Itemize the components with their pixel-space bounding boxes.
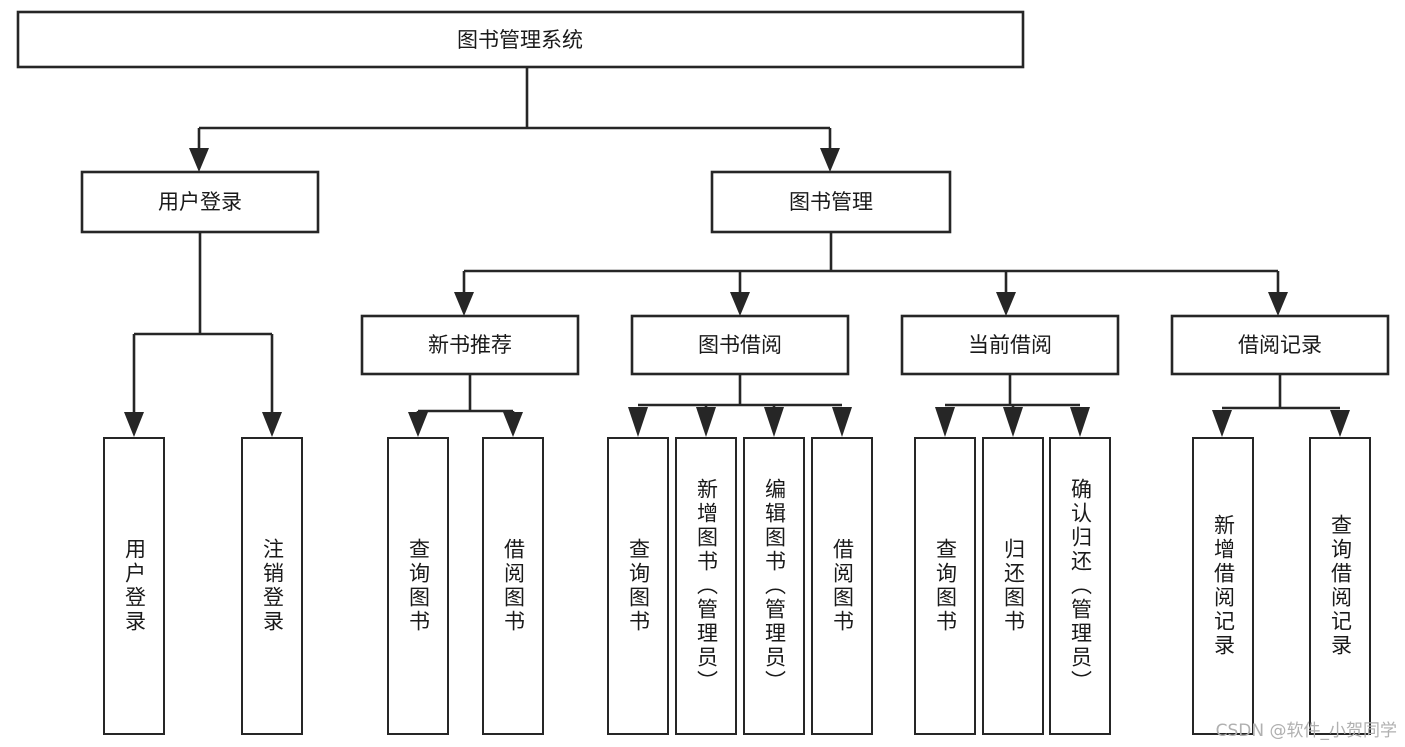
- node-current-borrow[interactable]: 当前借阅: [900, 314, 1120, 376]
- leaf-logout-label: 注销登录: [260, 538, 285, 634]
- node-user-login-box[interactable]: [80, 170, 320, 234]
- node-borrow-record-box[interactable]: [1170, 314, 1390, 376]
- node-book-borrow-box[interactable]: [630, 314, 850, 376]
- node-new-book-recommend[interactable]: 新书推荐: [360, 314, 580, 376]
- arrow-to-leaf-add-book: [696, 407, 716, 437]
- node-borrow-record-label: 借阅记录: [1238, 333, 1322, 357]
- leaf-edit-book-admin[interactable]: 编辑图书（管理员）: [743, 437, 805, 735]
- node-root[interactable]: 图书管理系统: [16, 10, 1025, 69]
- arrow-to-new-book-recommend: [454, 292, 474, 316]
- node-root-box[interactable]: [16, 10, 1025, 69]
- leaf-return-book-label: 归还图书: [1001, 538, 1026, 634]
- connector-book-manage-to-level3: [454, 232, 1288, 316]
- arrow-to-leaf-borrow-book-nb: [503, 412, 523, 437]
- arrow-to-book-borrow: [730, 292, 750, 316]
- node-book-manage[interactable]: 图书管理: [710, 170, 952, 234]
- leaf-confirm-return-admin-label: 确认归还（管理员）: [1068, 478, 1093, 694]
- leaf-query-borrow-record[interactable]: 查询借阅记录: [1309, 437, 1371, 735]
- leaf-query-book-current[interactable]: 查询图书: [914, 437, 976, 735]
- node-book-borrow-label: 图书借阅: [698, 333, 782, 357]
- leaf-return-book[interactable]: 归还图书: [982, 437, 1044, 735]
- leaf-query-book-current-label: 查询图书: [933, 538, 958, 634]
- leaf-borrow-book[interactable]: 借阅图书: [811, 437, 873, 735]
- leaf-user-login[interactable]: 用户登录: [103, 437, 165, 735]
- leaf-edit-book-admin-label: 编辑图书（管理员）: [762, 478, 787, 694]
- leaf-query-book-borrow[interactable]: 查询图书: [607, 437, 669, 735]
- arrow-to-leaf-query-book-nb: [408, 412, 428, 437]
- connector-book-borrow-to-leaves: [628, 374, 852, 437]
- leaf-add-borrow-record-label: 新增借阅记录: [1211, 514, 1236, 658]
- leaf-query-borrow-record-label: 查询借阅记录: [1328, 514, 1353, 658]
- node-book-manage-label: 图书管理: [789, 190, 873, 214]
- leaf-borrow-book-recommend-label: 借阅图书: [501, 538, 526, 634]
- leaf-add-book-admin-label: 新增图书（管理员）: [694, 478, 719, 694]
- arrow-to-leaf-user-login: [124, 412, 144, 437]
- connector-new-book-to-leaves: [408, 374, 523, 437]
- leaf-borrow-book-recommend[interactable]: 借阅图书: [482, 437, 544, 735]
- arrow-to-leaf-add-record: [1212, 410, 1232, 437]
- node-book-manage-box[interactable]: [710, 170, 952, 234]
- leaf-borrow-book-label: 借阅图书: [830, 538, 855, 634]
- arrow-to-leaf-edit-book: [764, 407, 784, 437]
- leaf-logout[interactable]: 注销登录: [241, 437, 303, 735]
- node-root-label: 图书管理系统: [457, 28, 583, 52]
- connector-user-login-to-leaves: [124, 232, 282, 437]
- arrow-to-leaf-confirm-return: [1070, 407, 1090, 437]
- connector-root-to-level2: [189, 67, 840, 172]
- arrow-to-book-manage: [820, 148, 840, 172]
- leaf-add-book-admin[interactable]: 新增图书（管理员）: [675, 437, 737, 735]
- leaf-query-book-recommend[interactable]: 查询图书: [387, 437, 449, 735]
- node-new-book-recommend-label: 新书推荐: [428, 333, 512, 357]
- leaf-confirm-return-admin[interactable]: 确认归还（管理员）: [1049, 437, 1111, 735]
- arrow-to-leaf-query-record: [1330, 410, 1350, 437]
- arrow-to-leaf-return-book: [1003, 407, 1023, 437]
- leaf-add-borrow-record[interactable]: 新增借阅记录: [1192, 437, 1254, 735]
- connector-current-borrow-to-leaves: [935, 374, 1090, 437]
- node-new-book-recommend-box[interactable]: [360, 314, 580, 376]
- arrow-to-current-borrow: [996, 292, 1016, 316]
- arrow-to-leaf-borrow-book-bb: [832, 407, 852, 437]
- node-book-borrow[interactable]: 图书借阅: [630, 314, 850, 376]
- arrow-to-leaf-query-book-bb: [628, 407, 648, 437]
- leaf-query-book-recommend-label: 查询图书: [406, 538, 431, 634]
- arrow-to-leaf-query-book-cb: [935, 407, 955, 437]
- leaf-user-login-label: 用户登录: [122, 538, 147, 634]
- arrow-to-leaf-logout: [262, 412, 282, 437]
- node-current-borrow-box[interactable]: [900, 314, 1120, 376]
- node-user-login[interactable]: 用户登录: [80, 170, 320, 234]
- node-user-login-label: 用户登录: [158, 190, 242, 214]
- node-current-borrow-label: 当前借阅: [968, 333, 1052, 357]
- node-borrow-record[interactable]: 借阅记录: [1170, 314, 1390, 376]
- leaf-query-book-borrow-label: 查询图书: [626, 538, 651, 634]
- arrow-to-borrow-record: [1268, 292, 1288, 316]
- arrow-to-user-login: [189, 148, 209, 172]
- connector-borrow-record-to-leaves: [1212, 374, 1350, 437]
